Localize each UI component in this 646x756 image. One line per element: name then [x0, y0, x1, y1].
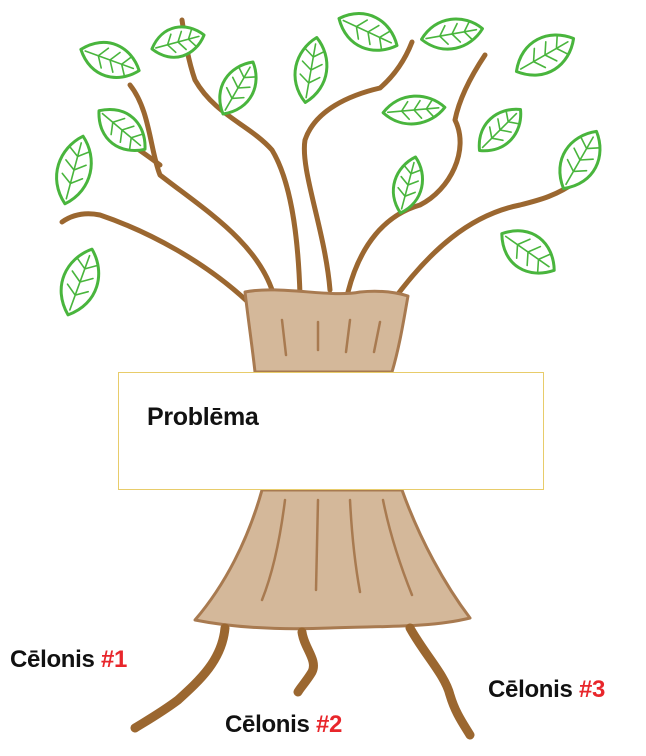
root-left [135, 628, 225, 728]
root-center [298, 632, 313, 692]
leaf [148, 21, 208, 63]
leaf [290, 35, 332, 105]
leaf [382, 94, 446, 127]
leaf [491, 219, 564, 285]
upper-trunk-shape [245, 290, 408, 372]
cause-text: Cēlonis [10, 646, 95, 673]
leaf [332, 4, 404, 61]
leaf [549, 123, 612, 197]
branch-right [392, 182, 575, 302]
lower-trunk [195, 490, 470, 629]
leaf [49, 132, 99, 208]
cause-text: Cēlonis [488, 676, 573, 703]
leaf [419, 14, 485, 54]
leaf [52, 243, 108, 321]
leaf [210, 54, 267, 122]
cause-2-label: Cēlonis #2 [225, 711, 342, 739]
upper-trunk [245, 290, 408, 372]
problem-label: Problēma [147, 403, 259, 432]
leaf [508, 24, 582, 87]
cause-number: #3 [579, 676, 605, 703]
branch-center-left [182, 20, 300, 295]
cause-number: #2 [316, 711, 342, 738]
leaf [469, 99, 531, 161]
cause-number: #1 [101, 646, 127, 673]
root-right [410, 628, 470, 735]
leaf [387, 153, 429, 216]
leaf [75, 34, 144, 86]
problem-box: Problēma [118, 372, 544, 490]
lower-trunk-shape [195, 490, 470, 629]
cause-1-label: Cēlonis #1 [10, 646, 127, 674]
cause-text: Cēlonis [225, 711, 310, 738]
cause-3-label: Cēlonis #3 [488, 676, 605, 704]
